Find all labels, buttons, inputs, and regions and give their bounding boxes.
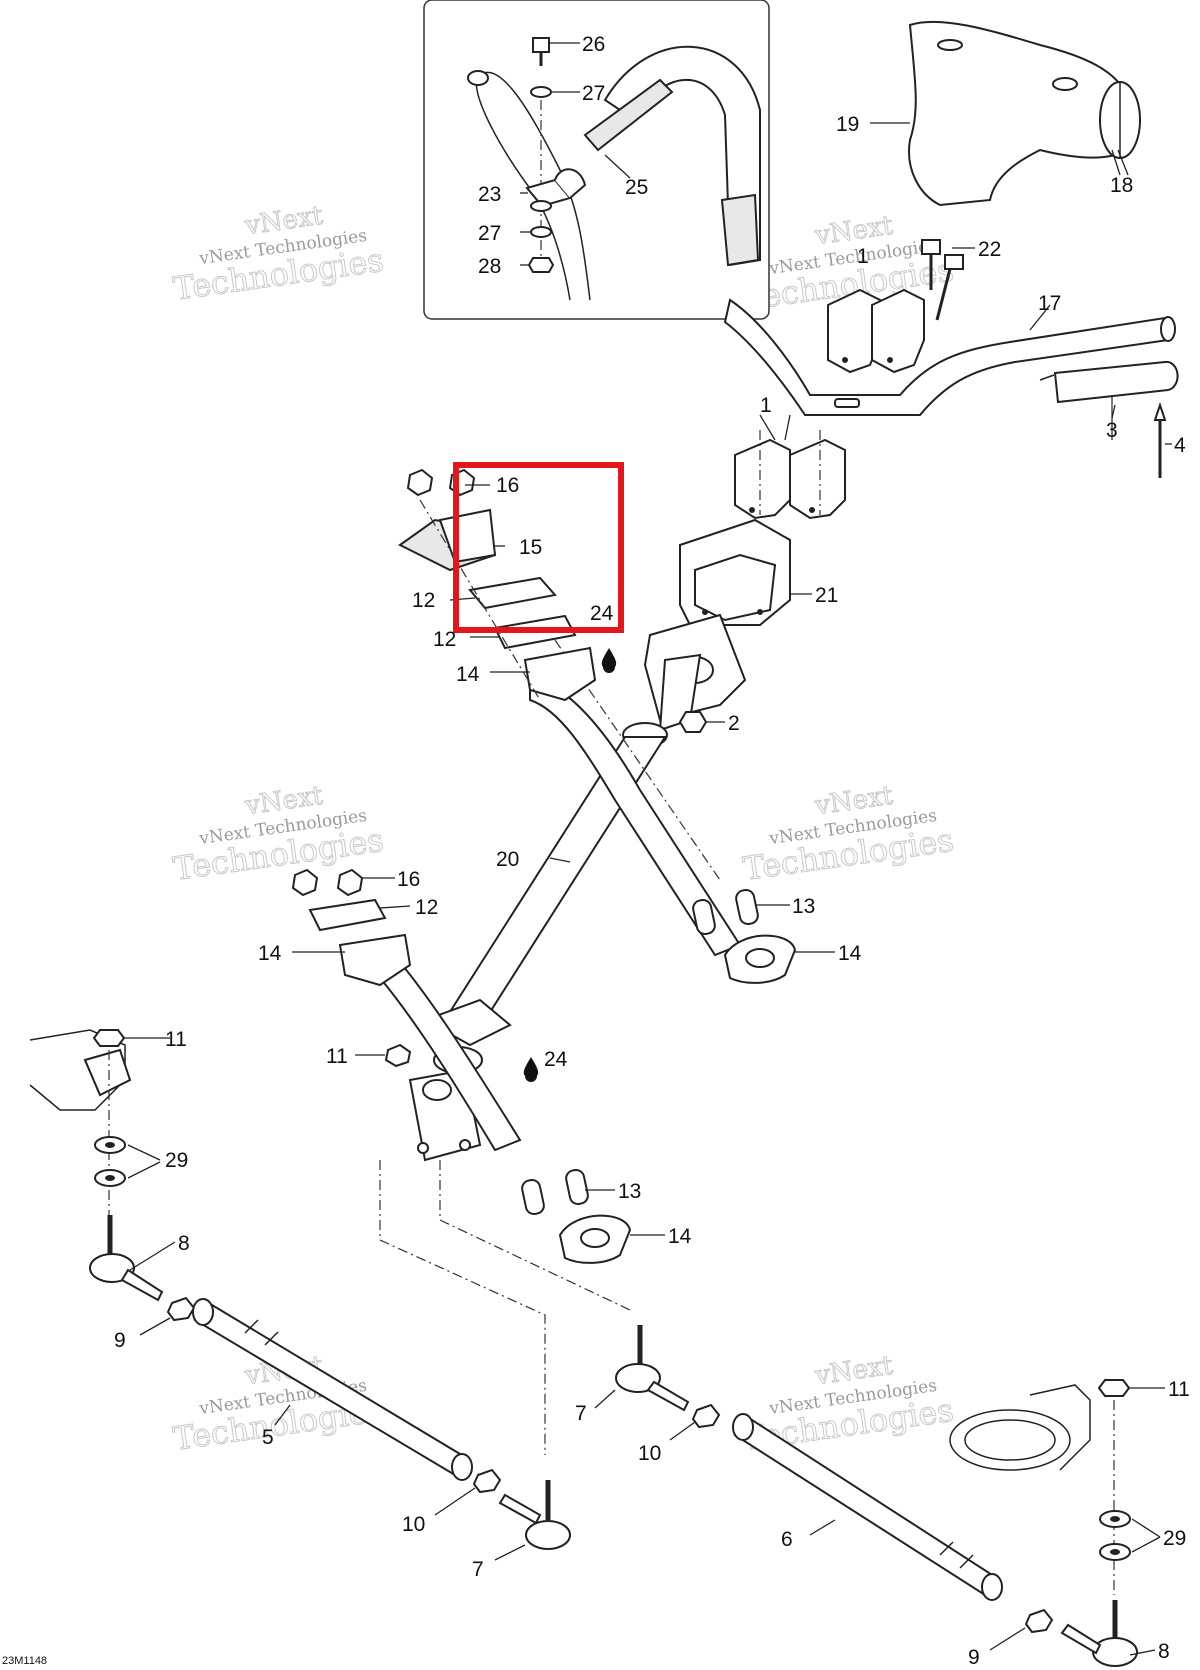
callout-18: 18 — [1110, 174, 1133, 197]
handlebar — [723, 298, 1176, 416]
callout-3: 3 — [1106, 419, 1118, 442]
lower-spacer-group — [379, 1160, 632, 1455]
hand-guard — [908, 20, 1141, 207]
callout-12: 12 — [433, 628, 456, 651]
callout-11: 11 — [1168, 1378, 1190, 1401]
highlight-box — [453, 462, 624, 633]
tie-rod-left — [192, 1298, 473, 1481]
watermark-mid-right: vNext vNext Technologies Technologies — [740, 780, 956, 888]
middle-bracket-group — [291, 868, 412, 987]
watermark-top-right: vNext vNext Technologies Technologies — [740, 210, 956, 318]
callout-25: 25 — [625, 176, 648, 199]
callout-12: 12 — [415, 896, 438, 919]
left-linkage — [29, 1029, 196, 1322]
callout-1: 1 — [857, 245, 869, 268]
callout-2: 2 — [728, 712, 740, 735]
callout-7: 7 — [472, 1558, 484, 1581]
callout-labels: 26 27 23 27 28 25 19 18 22 1 17 3 4 1 21… — [114, 33, 1190, 1669]
upper-bracket-group — [398, 468, 597, 702]
callout-12: 12 — [412, 589, 435, 612]
grease-drop-icon — [523, 1057, 539, 1082]
diagram-code-label: 23M1148 — [2, 1655, 47, 1667]
callout-14: 14 — [456, 663, 480, 686]
grease-drop-icon — [601, 648, 617, 673]
callout-9: 9 — [114, 1329, 126, 1352]
callout-13: 13 — [618, 1180, 641, 1203]
callout-1: 1 — [760, 394, 772, 417]
right-spacer-group — [692, 888, 797, 984]
callout-22: 22 — [978, 238, 1001, 261]
right-linkage — [949, 1379, 1138, 1667]
callout-19: 19 — [836, 113, 859, 136]
callout-6: 6 — [781, 1528, 793, 1551]
callout-17: 17 — [1038, 292, 1061, 315]
callout-16: 16 — [496, 474, 519, 497]
callout-14: 14 — [668, 1225, 692, 1248]
callout-14: 14 — [258, 942, 282, 965]
upper-clamps — [827, 239, 964, 374]
tie-rod-ends — [472, 1325, 721, 1550]
callout-8: 8 — [178, 1232, 190, 1255]
callout-21: 21 — [815, 584, 838, 607]
callout-11: 11 — [326, 1045, 348, 1068]
callout-24: 24 — [544, 1048, 568, 1071]
callout-4: 4 — [1174, 434, 1186, 457]
callout-13: 13 — [792, 895, 815, 918]
callout-20: 20 — [496, 848, 519, 871]
callout-27: 27 — [478, 222, 501, 245]
callout-26: 26 — [582, 33, 605, 56]
lower-clamps — [734, 430, 846, 520]
callout-24: 24 — [590, 602, 614, 625]
callout-11: 11 — [165, 1028, 187, 1051]
diagonal-support — [353, 639, 742, 1152]
watermark-top-left: vNext vNext Technologies Technologies — [170, 200, 386, 308]
riser-block — [679, 518, 791, 626]
callout-14: 14 — [838, 942, 862, 965]
callout-23: 23 — [478, 183, 501, 206]
callout-7: 7 — [575, 1402, 587, 1425]
callout-10: 10 — [402, 1513, 425, 1536]
callout-27: 27 — [582, 82, 605, 105]
callout-29: 29 — [165, 1149, 188, 1172]
tie-rod-right — [732, 1413, 1003, 1601]
callout-29: 29 — [1163, 1527, 1186, 1550]
grip — [1039, 360, 1179, 478]
callout-9: 9 — [968, 1646, 980, 1669]
callout-16: 16 — [397, 868, 420, 891]
callout-10: 10 — [638, 1442, 661, 1465]
inset-bolt-stack — [525, 37, 587, 273]
callout-8: 8 — [1158, 1640, 1170, 1663]
callout-5: 5 — [262, 1426, 274, 1449]
inset-bar-pad — [583, 45, 761, 267]
callout-28: 28 — [478, 255, 501, 278]
watermark-group: vNext vNext Technologies Technologies vN… — [170, 200, 956, 1458]
callout-15: 15 — [519, 536, 542, 559]
leader-lines — [124, 42, 1172, 1656]
